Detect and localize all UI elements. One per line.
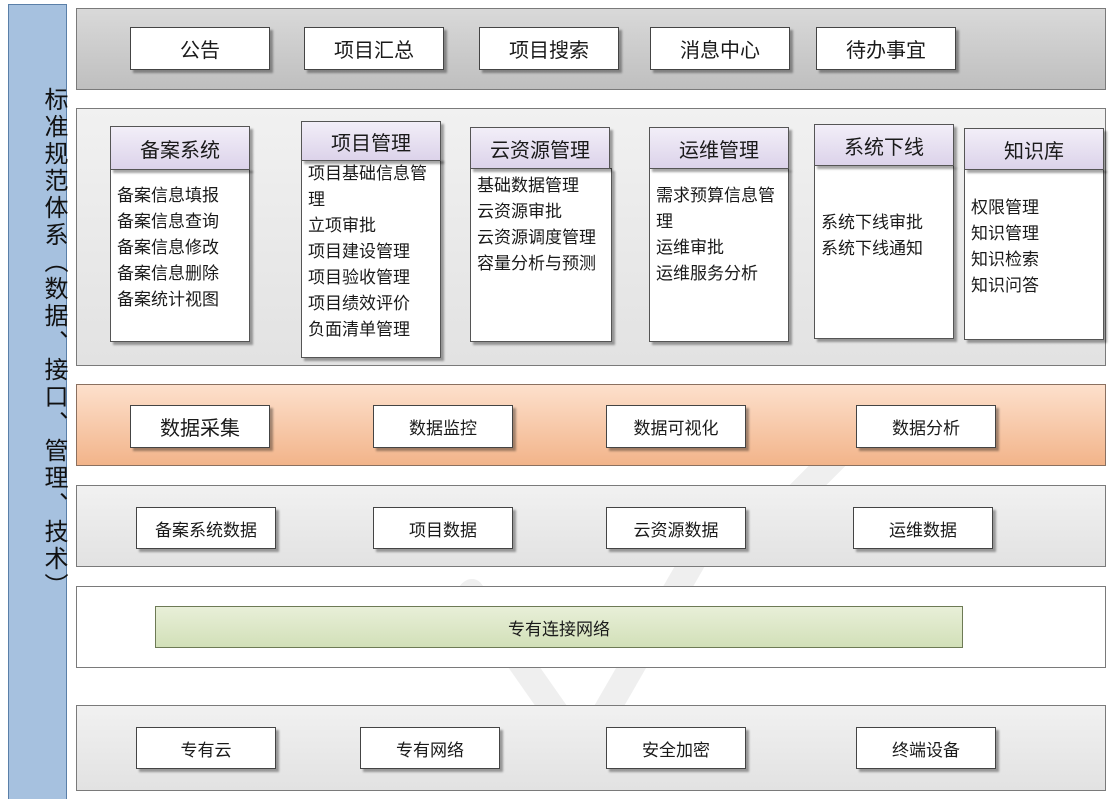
module-item[interactable]: 负面清单管理 (308, 320, 410, 340)
module-decommission-body: 系统下线审批 系统下线通知 (814, 165, 954, 339)
module-ops-body: 需求预算信息管理 运维审批 运维服务分析 (649, 168, 789, 342)
module-item[interactable]: 项目绩效评价 (308, 294, 410, 314)
sidebar-title: 标准规范体系（数据、接口、管理、技术） (40, 87, 68, 600)
module-item[interactable]: 备案统计视图 (117, 290, 219, 310)
module-item[interactable]: 备案信息修改 (117, 238, 219, 258)
module-knowledge-body: 权限管理 知识管理 知识检索 知识问答 (964, 168, 1104, 340)
module-filing-body: 备案信息填报 备案信息查询 备案信息修改 备案信息删除 备案统计视图 (110, 168, 250, 342)
nav-todo-button[interactable]: 待办事宜 (816, 27, 956, 70)
module-item[interactable]: 知识问答 (971, 276, 1039, 296)
module-item[interactable]: 项目建设管理 (308, 242, 410, 262)
module-item[interactable]: 立项审批 (308, 216, 376, 236)
module-item[interactable]: 需求预算信息管理 (656, 186, 775, 232)
filing-data-button[interactable]: 备案系统数据 (136, 507, 276, 549)
module-knowledge-title[interactable]: 知识库 (964, 128, 1104, 170)
module-item[interactable]: 云资源调度管理 (477, 228, 596, 248)
standards-sidebar: 标准规范体系（数据、接口、管理、技术） (8, 4, 68, 799)
cloud-data-button[interactable]: 云资源数据 (606, 507, 746, 549)
dedicated-network-bar[interactable]: 专有连接网络 (155, 606, 963, 648)
security-encryption-button[interactable]: 安全加密 (606, 727, 746, 769)
module-cloud-title[interactable]: 云资源管理 (470, 127, 610, 169)
module-item[interactable]: 云资源审批 (477, 202, 562, 222)
nav-project-search-button[interactable]: 项目搜索 (479, 27, 619, 70)
module-project-title[interactable]: 项目管理 (301, 121, 441, 161)
module-item[interactable]: 知识检索 (971, 250, 1039, 270)
module-item[interactable]: 运维审批 (656, 238, 724, 258)
private-network-button[interactable]: 专有网络 (360, 727, 500, 769)
private-cloud-button[interactable]: 专有云 (136, 727, 276, 769)
nav-announcement-button[interactable]: 公告 (130, 27, 270, 70)
module-decommission-title[interactable]: 系统下线 (814, 124, 954, 166)
data-analysis-button[interactable]: 数据分析 (856, 405, 996, 448)
terminal-device-button[interactable]: 终端设备 (856, 727, 996, 769)
module-cloud-body: 基础数据管理 云资源审批 云资源调度管理 容量分析与预测 (470, 168, 612, 342)
module-item[interactable]: 备案信息填报 (117, 186, 219, 206)
data-visualization-button[interactable]: 数据可视化 (606, 405, 746, 448)
ops-data-button[interactable]: 运维数据 (853, 507, 993, 549)
module-item[interactable]: 权限管理 (971, 198, 1039, 218)
module-item[interactable]: 项目验收管理 (308, 268, 410, 288)
module-ops-title[interactable]: 运维管理 (649, 127, 789, 169)
module-item[interactable]: 知识管理 (971, 224, 1039, 244)
module-item[interactable]: 系统下线通知 (821, 239, 923, 259)
module-project-body: 项目基础信息管理 立项审批 项目建设管理 项目验收管理 项目绩效评价 负面清单管… (301, 158, 441, 358)
module-filing-title[interactable]: 备案系统 (110, 126, 250, 170)
nav-project-summary-button[interactable]: 项目汇总 (304, 27, 444, 70)
data-monitoring-button[interactable]: 数据监控 (373, 405, 513, 448)
nav-message-center-button[interactable]: 消息中心 (650, 27, 790, 70)
module-item[interactable]: 项目基础信息管理 (308, 164, 427, 210)
data-collection-button[interactable]: 数据采集 (130, 405, 270, 448)
project-data-button[interactable]: 项目数据 (373, 507, 513, 549)
module-item[interactable]: 运维服务分析 (656, 264, 758, 284)
module-item[interactable]: 备案信息查询 (117, 212, 219, 232)
module-item[interactable]: 基础数据管理 (477, 176, 579, 196)
module-item[interactable]: 容量分析与预测 (477, 254, 596, 274)
module-item[interactable]: 备案信息删除 (117, 264, 219, 284)
module-item[interactable]: 系统下线审批 (821, 213, 923, 233)
